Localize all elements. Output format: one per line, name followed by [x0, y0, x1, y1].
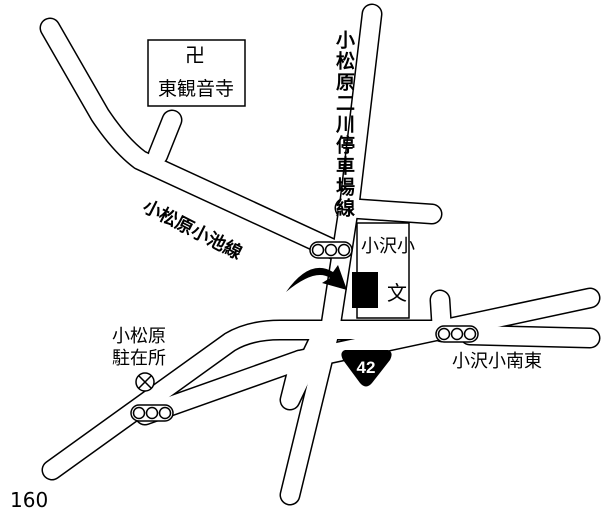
- roads: [39, 3, 601, 506]
- vertical-road-label: 小松原二川停車場線: [333, 30, 355, 219]
- traffic-signal-icon: [435, 325, 479, 343]
- school-icon: 文: [387, 281, 407, 305]
- school-name: 小沢小: [361, 236, 415, 257]
- police-name-line1: 小松原: [112, 326, 166, 347]
- police-name-line2: 駐在所: [112, 348, 166, 369]
- route-shield-icon: [341, 350, 392, 387]
- page-number: 160: [10, 488, 49, 512]
- temple-name: 東観音寺: [158, 78, 235, 100]
- police-box-icon: [135, 372, 155, 392]
- temple-icon: 卍: [185, 43, 205, 67]
- temple-box: [147, 39, 246, 107]
- destination-building[interactable]: [352, 272, 378, 308]
- route-number: 42: [357, 358, 376, 377]
- intersection-label: 小沢小南東: [452, 351, 542, 372]
- traffic-signal-icon: [130, 404, 174, 422]
- pointer-arrow-icon: [286, 265, 347, 292]
- traffic-signal-icon: [309, 241, 353, 259]
